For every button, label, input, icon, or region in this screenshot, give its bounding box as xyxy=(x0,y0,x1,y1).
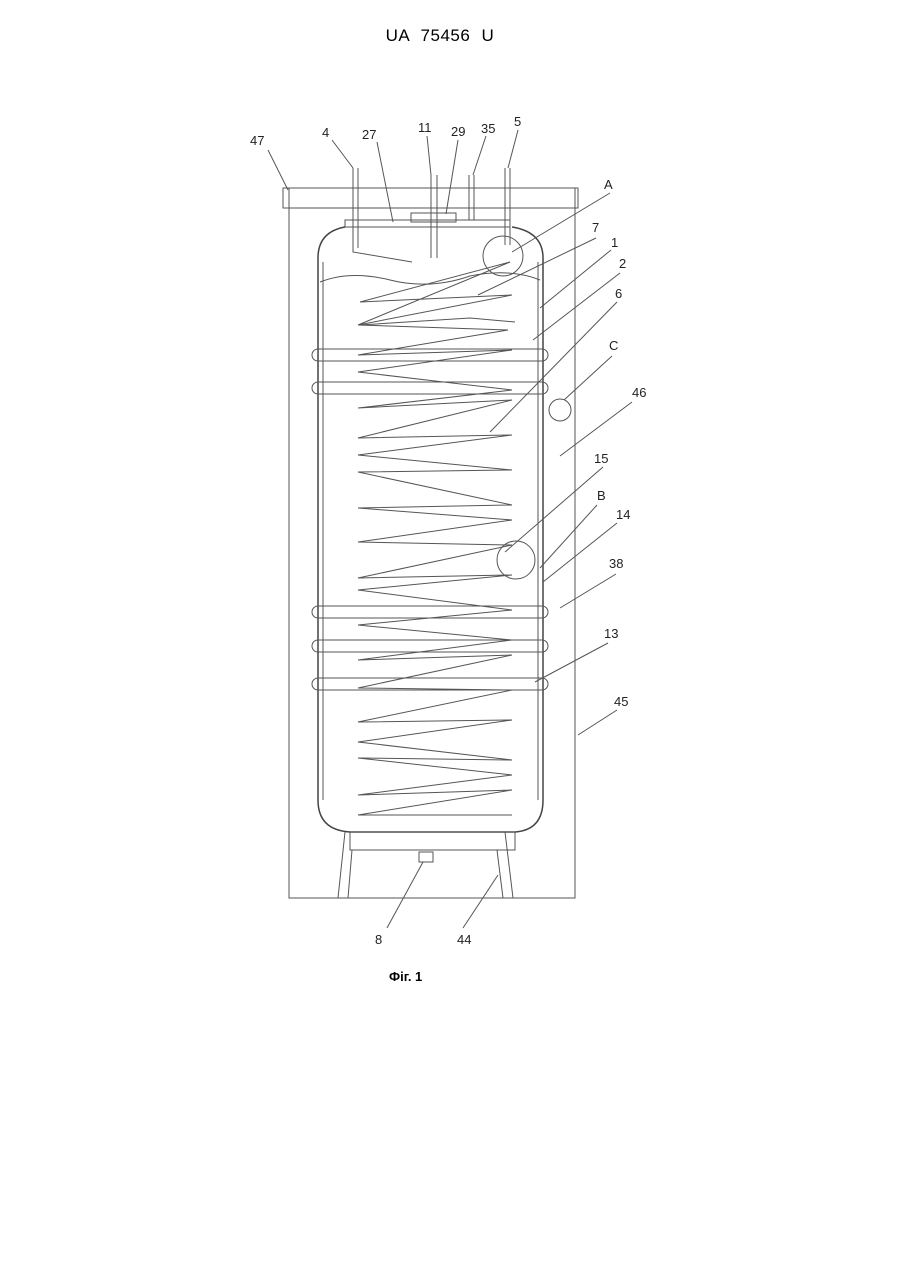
label-a: A xyxy=(604,177,613,192)
pipe-5 xyxy=(505,168,510,245)
label-27: 27 xyxy=(362,127,376,142)
label-45: 45 xyxy=(614,694,628,709)
label-5: 5 xyxy=(514,114,521,129)
label-c: C xyxy=(609,338,618,353)
top-fitting xyxy=(411,213,456,222)
support-legs xyxy=(338,832,513,898)
technical-drawing: 47 4 27 11 29 35 5 A 7 1 2 6 C 46 15 B 1… xyxy=(0,0,901,1000)
label-b: B xyxy=(597,488,606,503)
label-38: 38 xyxy=(609,556,623,571)
figure-caption: Фіг. 1 xyxy=(389,969,422,984)
label-29: 29 xyxy=(451,124,465,139)
pipe-11 xyxy=(431,175,437,258)
top-flange xyxy=(345,220,510,227)
detail-c-circle xyxy=(549,399,571,421)
label-44: 44 xyxy=(457,932,471,947)
label-7: 7 xyxy=(592,220,599,235)
label-11: 11 xyxy=(418,120,432,135)
bottom-base xyxy=(350,832,515,850)
label-47: 47 xyxy=(250,133,264,148)
label-46: 46 xyxy=(632,385,646,400)
pipe-4 xyxy=(353,168,412,262)
heat-exchanger-coil xyxy=(358,262,515,815)
detail-b-circle xyxy=(497,541,535,579)
ring-bands xyxy=(312,349,548,690)
label-1: 1 xyxy=(611,235,618,250)
label-15: 15 xyxy=(594,451,608,466)
label-2: 2 xyxy=(619,256,626,271)
detail-a-circle xyxy=(483,236,523,276)
label-6: 6 xyxy=(615,286,622,301)
label-4: 4 xyxy=(322,125,329,140)
drain-valve xyxy=(419,852,433,862)
label-8: 8 xyxy=(375,932,382,947)
label-14: 14 xyxy=(616,507,630,522)
inner-tank xyxy=(318,227,543,832)
label-13: 13 xyxy=(604,626,618,641)
water-level xyxy=(320,273,540,284)
label-35: 35 xyxy=(481,121,495,136)
pipe-35 xyxy=(469,175,474,220)
